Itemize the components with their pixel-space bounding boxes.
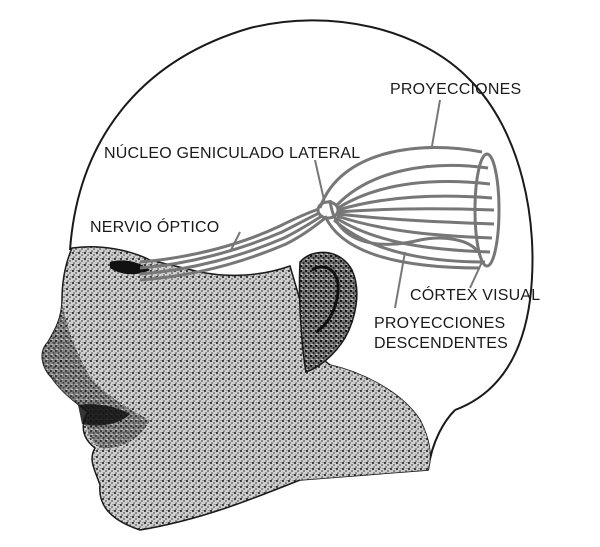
- ear: [298, 251, 358, 373]
- mouth-shading: [78, 404, 130, 426]
- optic-nerve: [139, 205, 329, 282]
- label-cortex-visual: CÓRTEX VISUAL: [410, 285, 540, 304]
- neck: [296, 365, 430, 480]
- descending-projections: [328, 199, 480, 253]
- optic-radiations: [318, 146, 495, 270]
- label-proyecciones-descendentes-2: DESCENDENTES: [374, 335, 508, 352]
- label-proyecciones: PROYECCIONES: [390, 81, 521, 98]
- ear-inner: [311, 265, 340, 334]
- visual-cortex: [473, 152, 501, 268]
- label-nucleo-geniculado-lateral: NÚCLEO GENICULADO LATERAL: [104, 143, 360, 162]
- eye: [110, 260, 150, 275]
- nape-outline: [427, 409, 456, 471]
- label-nervio-optico: NERVIO ÓPTICO: [90, 217, 219, 236]
- label-proyecciones-descendentes-1: PROYECCIONES: [374, 315, 505, 332]
- skull-outline: [69, 19, 534, 411]
- leader-lines: [229, 99, 483, 309]
